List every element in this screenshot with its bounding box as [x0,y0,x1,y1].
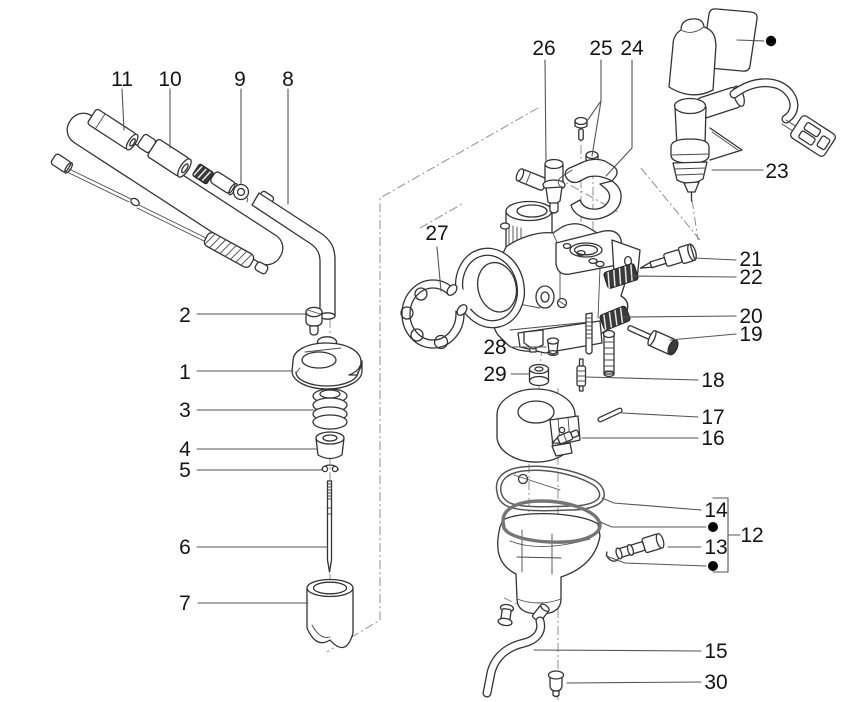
part-label-28: 28 [483,336,506,359]
bullet-marker [708,561,718,571]
part-2-screw [305,306,323,336]
part-26-fuel-fitting [515,158,566,214]
part-label-16: 16 [701,427,724,450]
part-label-14: 14 [704,499,728,522]
part-label-13: 13 [704,536,727,559]
choke-group [668,8,836,202]
part-16-needle-valve [551,429,580,445]
part-18-needle-jet [576,358,587,392]
bullet-marker [765,35,777,47]
part-6-jet-needle [326,480,333,573]
part-label-3: 3 [179,399,191,422]
part-10-adjuster [137,133,192,178]
part-label-24: 24 [620,37,644,60]
part-9-nut [232,183,250,203]
part-22-spring [603,263,639,289]
part-11-adjuster [87,108,139,151]
part-label-15: 15 [704,640,727,663]
part-17-float-pin [597,407,623,423]
part-label-9: 9 [234,68,246,91]
part-5-clip [321,464,339,473]
part-20-spring [599,305,631,331]
part-label-19: 19 [739,323,762,346]
part-21-screw [639,243,697,269]
adjuster-screws-group [599,243,697,356]
wire-connector [790,115,836,157]
part-label-26: 26 [532,37,555,60]
bowl-screw [497,603,515,627]
part-label-21: 21 [739,248,762,271]
part-label-23: 23 [765,160,788,183]
part-label-6: 6 [179,536,191,559]
main-jet-stack [602,329,616,378]
part-label-4: 4 [179,438,191,461]
part-29-bushing [528,363,550,387]
float-group [496,388,623,463]
group-12-bracket [712,497,741,573]
part-label-30: 30 [704,671,727,694]
cable-spring-small [192,163,214,185]
part-label-27: 27 [425,222,448,245]
part-1-throttle-cam [291,336,363,390]
part-23-choke-unit [670,85,745,202]
part-label-18: 18 [701,369,724,392]
part-label-25: 25 [589,37,612,60]
part-label-29: 29 [483,363,506,386]
choke-wire [729,78,801,134]
part-24-clamp [557,158,622,220]
part-label-5: 5 [179,459,191,482]
part-label-7: 7 [179,592,191,615]
part-27-spring-ring [400,279,476,350]
part-label-12: 12 [740,524,763,547]
part-4-retainer-cup [315,431,345,460]
throttle-slide-group [291,306,363,649]
cable-spring [203,231,255,269]
part-label-8: 8 [282,68,294,91]
leader-lines [121,39,765,684]
part-label-22: 22 [739,266,762,289]
bullet-markers [708,35,777,571]
part-label-20: 20 [739,305,762,328]
inner-cable [50,153,269,275]
float-bowl-group [482,465,665,698]
part-30-screw [547,670,565,698]
throttle-cable-group [50,108,336,320]
part-13-drain-screw [605,532,665,562]
part-label-1: 1 [179,361,191,384]
part-19-screw [627,325,679,356]
carburetor-body [400,116,641,392]
bullet-marker [708,522,718,532]
part-28-jet [546,337,560,357]
part-label-11: 11 [111,68,133,91]
choke-rubber-cap [668,18,717,96]
float-bowl [482,499,602,698]
part-label-2: 2 [179,304,191,327]
part-labels: 11 10 9 8 2 1 3 4 5 6 7 26 25 24 23 21 2… [111,37,789,694]
part-14-gasket [495,465,605,512]
part-3-spring [312,388,348,430]
part-label-17: 17 [701,406,724,429]
part-7-throttle-slide [306,578,354,649]
part-label-10: 10 [158,68,181,91]
